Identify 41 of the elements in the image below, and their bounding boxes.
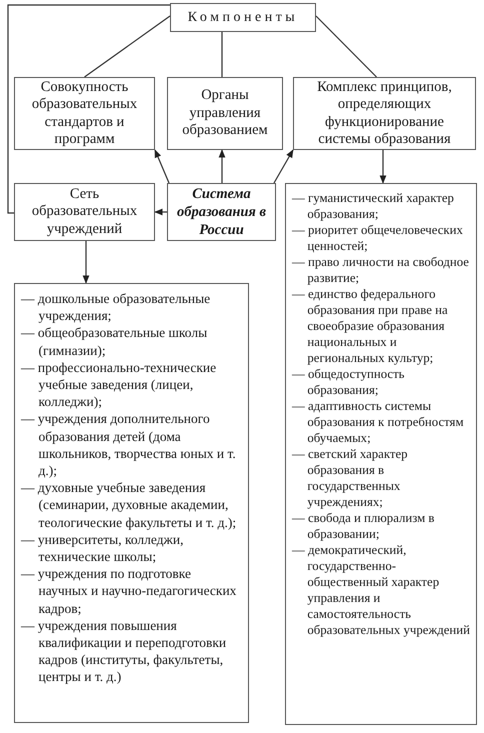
list-item: — учреждения дополнительного образования детей (дома школьников, творчества юных и т. д.);	[21, 410, 237, 480]
list-item: — учреждения по подготовке научных и научно-педагогических кадров;	[21, 565, 238, 617]
list-item: — риоритет общечеловеческих ценностей;	[292, 222, 464, 254]
box-label: Компоненты	[188, 10, 298, 24]
connector-line	[221, 32, 223, 77]
box	[167, 77, 283, 150]
arrow	[154, 208, 167, 216]
arrow	[154, 149, 170, 184]
box-label: Органы управления образованием	[181, 87, 269, 140]
arrow	[380, 150, 386, 184]
arrow	[82, 241, 90, 284]
box	[170, 3, 316, 32]
list-item: — профессионально-технические учебные заведения (лицеи, колледжи);	[21, 358, 218, 410]
list-item: — дошкольные образовательные учреждения;	[21, 290, 212, 324]
list-item: — светский характер образования в государственных учреждениях;	[292, 446, 409, 510]
connector-line	[316, 16, 377, 78]
box-label: Совокупность образовательных стандартов и программ	[30, 78, 138, 148]
list-item: — общедоступность образования;	[292, 366, 406, 398]
list-item: — общеобразовательные школы (гимназии);	[21, 324, 208, 359]
box	[167, 183, 276, 241]
arrow	[273, 149, 294, 184]
connector-line	[84, 16, 170, 78]
list-item: — свобода и плюрализм в образовании;	[292, 510, 436, 542]
list-box	[14, 283, 249, 723]
list-item: — единство федерального образования при праве на своеобразие образования национальных и региональных культур;	[292, 286, 449, 366]
box	[293, 77, 476, 150]
box-label: Система образования в России	[176, 185, 268, 239]
list-item: — демократический, государственно-общественный характер управления и самостоятельность образовательных учреждений	[292, 542, 470, 638]
connector-line	[7, 4, 170, 214]
box	[14, 77, 155, 150]
box	[14, 183, 155, 241]
list-item: — учреждения повышения квалификации и переподготовки кадров (институты, факультеты, центры и т. д.)	[21, 616, 228, 686]
list-box	[285, 183, 477, 725]
box-label: Сеть образовательных учреждений	[30, 186, 138, 238]
list-item: — духовные учебные заведения (семинарии, духовные академии, теологические факультеты и т. д.);	[21, 479, 238, 531]
arrow	[218, 149, 226, 183]
list-item: — университеты, колледжи, технические школы;	[21, 530, 184, 566]
list-item: — гуманистический характер образования;	[292, 190, 455, 222]
list-item: — адаптивность системы образования к потребностям обучаемых;	[292, 398, 465, 446]
box-label: Комплекс принципов, определяющих функционирование системы образования	[316, 78, 453, 148]
list-item: — право личности на свободное развитие;	[292, 254, 470, 286]
